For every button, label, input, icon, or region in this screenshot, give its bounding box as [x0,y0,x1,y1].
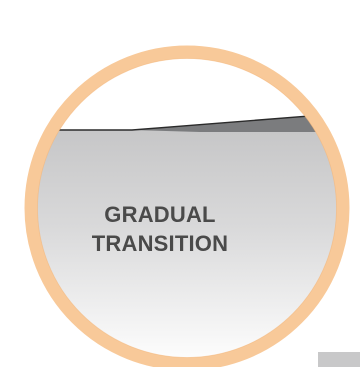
magnifier-ring [24,45,350,367]
gradual-transition-label: GRADUAL TRANSITION [90,200,230,258]
bottom-strip [318,352,360,367]
label-line-1: GRADUAL [104,202,216,227]
road-surface [31,112,343,364]
label-line-2: TRANSITION [91,231,229,256]
magnifier-inner-border [37,58,337,358]
